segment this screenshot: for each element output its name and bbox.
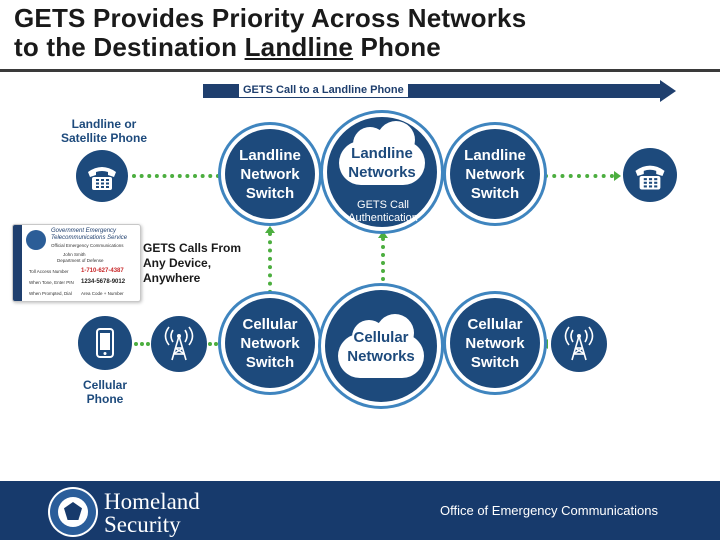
card-name: John Smith [63,252,86,257]
card-org-line-3: Official Emergency Communications [51,243,124,248]
telephone-icon [88,167,116,190]
connector-tower-to-switch [208,342,224,346]
title-underlined-word: Landline [244,32,354,62]
cellular-origin-label: Cellular Phone [82,378,127,406]
card-row-2-label: When Tone, Enter PIN [29,280,74,285]
card-org-line-2: Telecommunications Service [51,235,128,241]
gets-calls-label: GETS Calls From Any Device, Anywhere [143,241,241,286]
arrowhead-right [219,171,226,181]
cell-tower-icon [564,326,594,361]
arrowhead-left [541,339,548,349]
dhs-seal-icon [26,230,46,250]
gets-auth-label: GETS Call Authentication [348,199,418,224]
card-row-3-value: Area Code + Number [81,291,124,296]
smartphone-icon [96,328,114,358]
connector-phone-to-tower [134,342,150,346]
landline-switch-right: Landline Network Switch [450,129,540,219]
title-line-2-prefix: to the Destination [14,32,245,62]
gets-calls-line-1: GETS Calls From [143,241,242,255]
connector-cell-switch-to-landline-switch [268,232,272,294]
title-line-2: to the Destination Landline Phone [14,33,526,62]
connector-networks-to-switch [432,174,450,178]
landline-origin-label: Landline or Satellite Phone [60,117,148,145]
cellular-cloud: Cellular Networks [338,314,424,378]
cell-tower-icon [164,326,194,361]
connector-switch-to-networks [318,174,332,178]
cellular-networks-label: Cellular Networks [347,329,415,365]
card-org-line-1: Government Emergency [51,228,117,234]
landline-networks-label: Landline Networks [348,145,416,181]
call-direction-arrow: GETS Call to a Landline Phone [203,83,663,98]
slide-title: GETS Provides Priority Across Networks t… [14,4,526,62]
homeland-security-wordmark: Homeland Security [104,490,200,536]
card-row-1-label: Toll Access Number [29,269,69,274]
connector-cell-networks-to-switch [440,342,450,346]
destination-phone [623,148,677,202]
card-row-1-value: 1-710-627-4387 [81,268,124,274]
card-row-2-value: 1234-5678-9012 [81,279,126,285]
arrowhead-left [437,339,444,349]
cellular-networks-hub: Cellular Networks [325,290,437,402]
call-direction-arrowhead [660,80,676,102]
title-line-1: GETS Provides Priority Across Networks [14,3,527,33]
landline-origin-phone [76,150,128,202]
gets-calls-line-3: Anywhere [143,271,201,285]
cellular-switch-right-label: Cellular Network Switch [465,315,525,371]
dhs-seal-logo [50,489,96,535]
landline-cloud: Landline Networks [339,121,425,185]
arrowhead-right [614,171,621,181]
cell-tower-right [551,316,607,372]
connector-landline-to-switch [132,174,220,178]
agency-line-2: Security [104,512,181,537]
landline-switch-right-label: Landline Network Switch [464,146,526,202]
landline-networks-hub: Landline Networks [327,117,437,227]
arrowhead-up [378,231,388,238]
office-label: Office of Emergency Communications [440,503,658,518]
card-row-3-label: When Prompted, Dial [29,291,72,296]
call-direction-label: GETS Call to a Landline Phone [239,83,408,97]
cellular-switch-left-label: Cellular Network Switch [240,315,300,371]
cellular-switch-left: Cellular Network Switch [225,298,315,388]
connector-cell-networks-to-auth [381,237,385,297]
card-org: Government Emergency Telecommunications … [51,228,127,242]
landline-switch-left-label: Landline Network Switch [239,146,301,202]
cellular-switch-right: Cellular Network Switch [450,298,540,388]
card-stripe [13,225,22,301]
telephone-icon [635,165,665,190]
gets-calls-line-2: Any Device, [143,256,212,270]
arrowhead-up [265,226,275,233]
agency-line-1: Homeland [104,489,200,514]
landline-switch-left: Landline Network Switch [225,129,315,219]
footer-bar: Homeland Security Office of Emergency Co… [0,481,720,540]
cell-tower-left [151,316,207,372]
title-rule [0,69,720,72]
connector-switch-to-destination [544,174,614,178]
card-dept: Department of Defense [57,258,104,263]
title-line-2-suffix: Phone [353,32,441,62]
cellular-origin-phone [78,316,132,370]
gets-card: Government Emergency Telecommunications … [12,224,141,302]
